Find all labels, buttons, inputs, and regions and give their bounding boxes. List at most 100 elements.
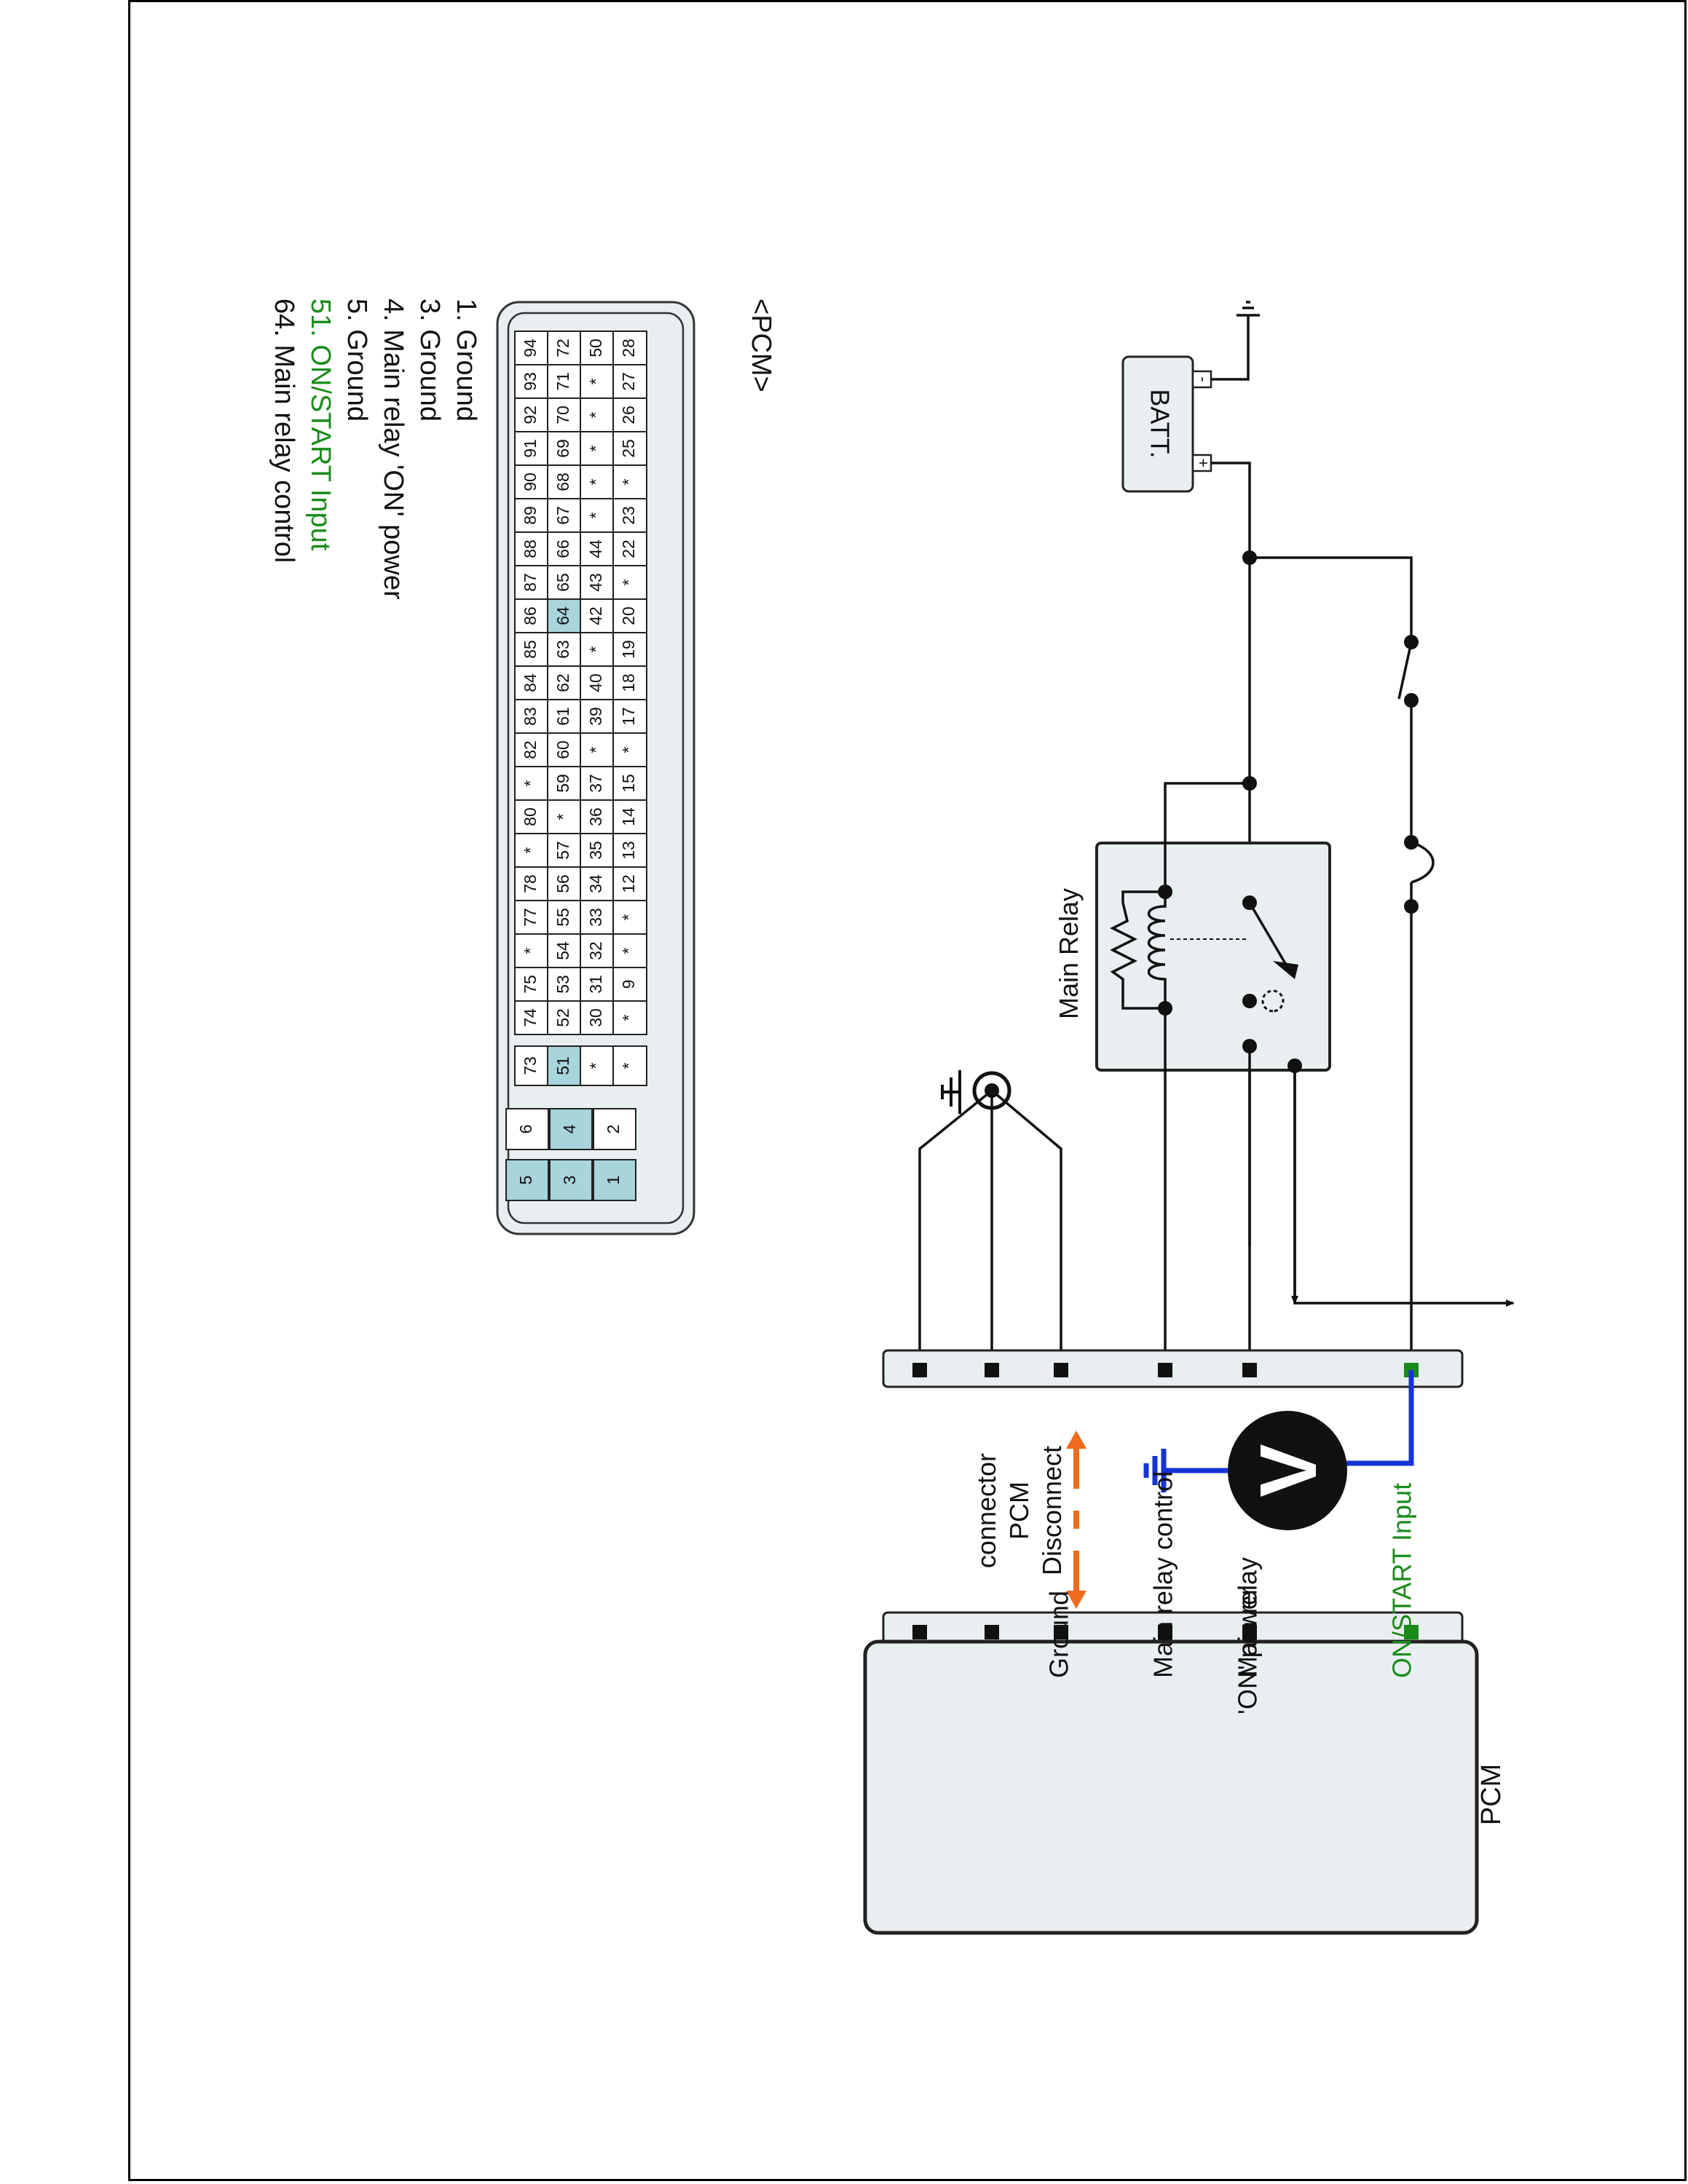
connector-pin-15: 15 [612,766,647,801]
connector-pin-blank: * [580,431,615,466]
svg-text:20: 20 [619,606,638,625]
connector-pin-23: 23 [612,498,647,533]
connector-pin-72: 72 [547,331,582,365]
svg-text:59: 59 [553,774,572,793]
connector-pin-57: 57 [547,833,582,868]
connector-pin-37: 37 [580,766,615,801]
battery-pos-sign: + [1194,459,1212,468]
svg-text:23: 23 [619,506,638,525]
svg-text:6: 6 [516,1125,535,1134]
battery-ground-wire [1211,315,1250,381]
legend-item: 4. Main relay 'ON' power [378,298,409,600]
svg-text:22: 22 [619,539,638,558]
pcm-pin-label: 'ON' power [1233,1586,1263,1714]
svg-text:*: * [586,746,605,753]
connector-pin-31: 31 [580,967,615,1002]
connector-pin-91: 91 [514,431,549,466]
connector-pin-71: 71 [547,364,582,399]
battery [1121,355,1194,493]
disconnect-label-line: PCM [1004,1481,1034,1540]
svg-text:14: 14 [619,807,638,826]
svg-text:37: 37 [586,774,605,793]
ground-wire-3 [990,1089,1062,1369]
connector-pin-blank: * [580,364,615,399]
connector-pin-19: 19 [612,632,647,667]
svg-text:5: 5 [516,1176,535,1185]
svg-text:57: 57 [553,841,572,860]
svg-text:27: 27 [619,372,638,391]
svg-text:*: * [586,411,605,418]
svg-text:62: 62 [553,673,572,692]
svg-text:*: * [619,579,638,585]
connector-pin-blank: * [612,1045,647,1086]
connector-pin-62: 62 [547,665,582,700]
disconnect-label-line: connector [971,1453,1001,1568]
svg-text:9: 9 [619,980,638,989]
connector-pin-93: 93 [514,364,549,399]
connector-pin-1: 1 [593,1159,636,1201]
connector-pin-blank: * [514,833,549,868]
svg-text:88: 88 [521,539,540,558]
connector-pin-27: 27 [612,364,647,399]
connector-pin-61: 61 [547,699,582,734]
svg-text:71: 71 [553,372,572,391]
connector-pin-69: 69 [547,431,582,466]
svg-text:30: 30 [586,1008,605,1027]
svg-text:*: * [586,478,605,485]
connector-pin-64: 64 [547,598,582,633]
connector-pin-20: 20 [612,598,647,633]
svg-text:85: 85 [521,640,540,659]
svg-text:*: * [586,378,605,384]
disconnect-label-line: Disconnect [1037,1446,1067,1575]
connector-pin-9: 9 [612,967,647,1002]
connector-pin-blank: * [612,565,647,600]
connector-pin-36: 36 [580,799,615,834]
svg-text:50: 50 [586,339,605,357]
connector-pin-89: 89 [514,498,549,533]
connector-pin-18: 18 [612,665,647,700]
connector-pin-blank: * [612,933,647,968]
svg-text:*: * [619,746,638,753]
voltmeter-label: V [1244,1444,1333,1497]
connector-pin-73: 73 [514,1045,549,1086]
harness-connector [882,1349,1464,1388]
connector-pin-78: 78 [514,866,549,901]
connector-pin-90: 90 [514,464,549,499]
connector-pin-32: 32 [580,933,615,968]
svg-text:17: 17 [619,707,638,726]
connector-pin-70: 70 [547,397,582,432]
connector-pin-92: 92 [514,397,549,432]
svg-text:4: 4 [560,1124,579,1133]
svg-text:*: * [619,1062,638,1069]
connector-pin-75: 75 [514,967,549,1002]
svg-text:93: 93 [521,372,540,391]
connector-pin-blank: * [580,732,615,767]
connector-pin-28: 28 [612,331,647,365]
relay-contact-arm [1248,902,1293,974]
connector-pin-54: 54 [547,933,582,968]
svg-text:19: 19 [619,640,638,659]
svg-text:55: 55 [553,908,572,927]
connector-pin-82: 82 [514,732,549,767]
svg-text:75: 75 [521,975,540,994]
connector-pin-59: 59 [547,766,582,801]
svg-text:89: 89 [521,506,540,525]
connector-pin-80: 80 [514,799,549,834]
svg-text:28: 28 [619,339,638,357]
connector-pin-53: 53 [547,967,582,1002]
connector-pin-3: 3 [549,1159,593,1201]
legend-item: 3. Ground [414,298,445,422]
connector-pin-51: 51 [547,1045,582,1086]
svg-text:*: * [521,947,540,954]
svg-text:56: 56 [553,874,572,893]
svg-text:86: 86 [521,606,540,625]
connector-pin-12: 12 [612,866,647,901]
pcm-pin-label: Main relay [1233,1557,1263,1678]
ground-wire-1 [918,1089,993,1369]
connector-pin-25: 25 [612,431,647,466]
svg-text:84: 84 [521,673,540,692]
connector-pin-blank: * [580,397,615,432]
connector-pin-74: 74 [514,1000,549,1035]
